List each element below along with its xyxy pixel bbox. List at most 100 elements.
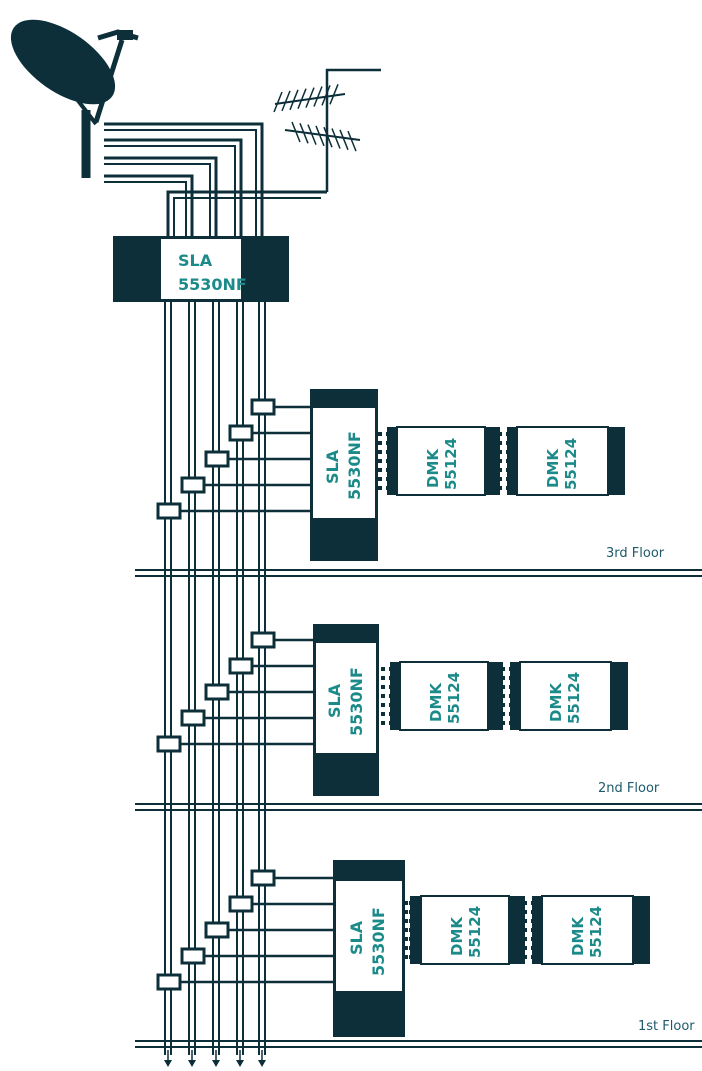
- outlet-2: DMK 55124: [532, 895, 650, 965]
- tap-coupler-icon: [180, 947, 206, 965]
- port-pin: [509, 712, 513, 716]
- floor-slab: [135, 569, 702, 577]
- port-pin: [389, 712, 393, 716]
- port-pin: [498, 459, 502, 463]
- top-switch-line2: 5530NF: [178, 275, 247, 294]
- port-pin: [498, 477, 502, 481]
- feed-cable: [173, 197, 321, 236]
- feed-cables: [104, 122, 327, 236]
- port-pin: [409, 955, 413, 959]
- port-pin: [506, 477, 510, 481]
- feed-cable: [104, 174, 194, 236]
- terrestrial-antenna-icon: [273, 68, 381, 192]
- tap-coupler-icon: [228, 424, 254, 442]
- tap-coupler-icon: [180, 476, 206, 494]
- antenna-element: [273, 91, 283, 113]
- antenna-element: [321, 85, 331, 106]
- port-pin: [531, 946, 535, 950]
- port-pin: [498, 468, 502, 472]
- port-pin: [404, 919, 408, 923]
- port-pin: [531, 937, 535, 941]
- trunk-cables: [164, 302, 266, 1055]
- outlet-1: DMK 55124: [387, 426, 500, 496]
- outlet-line1: DMK: [424, 448, 442, 488]
- port-pin: [523, 919, 527, 923]
- port-pin: [523, 937, 527, 941]
- port-pin: [404, 937, 408, 941]
- outlet-1: DMK 55124: [390, 661, 503, 731]
- outlet-line2: 55124: [587, 906, 605, 958]
- floor-switch-line2: 5530NF: [347, 667, 366, 736]
- port-pin: [386, 459, 390, 463]
- floor-slab: [135, 1040, 702, 1048]
- port-pin: [378, 459, 382, 463]
- port-pin: [531, 928, 535, 932]
- arrow-down-icon: [212, 1060, 220, 1067]
- tap-coupler-icon: [156, 502, 182, 520]
- port-pin: [531, 955, 535, 959]
- port-pin: [531, 910, 535, 914]
- port-pin: [506, 486, 510, 490]
- tap-coupler-icon: [156, 973, 182, 991]
- outlet-line1: DMK: [547, 682, 565, 722]
- floor-slab: [135, 803, 702, 811]
- port-pin: [378, 468, 382, 472]
- tap-couplers: [156, 869, 335, 991]
- antenna-element: [313, 86, 323, 107]
- port-pin: [523, 910, 527, 914]
- port-pin: [386, 477, 390, 481]
- antenna-element: [291, 121, 301, 143]
- port-pin: [378, 477, 382, 481]
- floor-multiswitch: SLA 5530NF: [313, 624, 379, 796]
- feed-cable: [104, 145, 236, 236]
- antenna-element: [347, 130, 357, 152]
- outlet-line2: 55124: [565, 672, 583, 724]
- satellite-dish-icon: [10, 19, 139, 178]
- floor-switch-line1: SLA: [325, 683, 344, 718]
- floor-3rd: SLA 5530NF DMK 55124 DMK 55124 3rd Floor: [135, 389, 702, 577]
- antenna-element: [281, 90, 291, 112]
- outlet-line2: 55124: [466, 906, 484, 958]
- port-pin: [381, 712, 385, 716]
- port-pin: [509, 694, 513, 698]
- port-pin: [531, 901, 535, 905]
- antenna-element: [339, 129, 349, 151]
- port-pin: [509, 685, 513, 689]
- port-pin: [409, 937, 413, 941]
- tap-coupler-icon: [204, 450, 230, 468]
- port-pin: [501, 676, 505, 680]
- antenna-element: [297, 88, 307, 109]
- port-pin: [506, 432, 510, 436]
- port-pin: [389, 676, 393, 680]
- port-pin: [498, 432, 502, 436]
- port-pin: [498, 441, 502, 445]
- tap-couplers: [156, 631, 315, 753]
- port-pin: [501, 721, 505, 725]
- port-pin: [386, 486, 390, 490]
- port-pin: [498, 486, 502, 490]
- floor-switch-line1: SLA: [347, 920, 366, 955]
- arrow-down-icons: [164, 1050, 266, 1067]
- feed-cable: [104, 156, 218, 236]
- port-pin: [409, 919, 413, 923]
- floor-label: 1st Floor: [638, 1019, 695, 1034]
- port-pin: [409, 946, 413, 950]
- floor-switch-line1: SLA: [323, 449, 342, 484]
- feed-cable: [104, 138, 243, 236]
- port-pin: [378, 441, 382, 445]
- tap-coupler-icon: [204, 921, 230, 939]
- port-pin: [389, 694, 393, 698]
- arrow-down-icon: [188, 1060, 196, 1067]
- port-pin: [506, 459, 510, 463]
- port-pin: [506, 441, 510, 445]
- tap-coupler-icon: [228, 895, 254, 913]
- floor-multiswitch: SLA 5530NF: [333, 860, 405, 1037]
- port-pin: [386, 450, 390, 454]
- outlet-line2: 55124: [442, 438, 460, 490]
- antenna-element: [315, 125, 325, 147]
- antenna-element: [323, 126, 333, 148]
- feed-cable: [104, 181, 187, 236]
- port-pin: [389, 667, 393, 671]
- antenna-element: [329, 84, 339, 105]
